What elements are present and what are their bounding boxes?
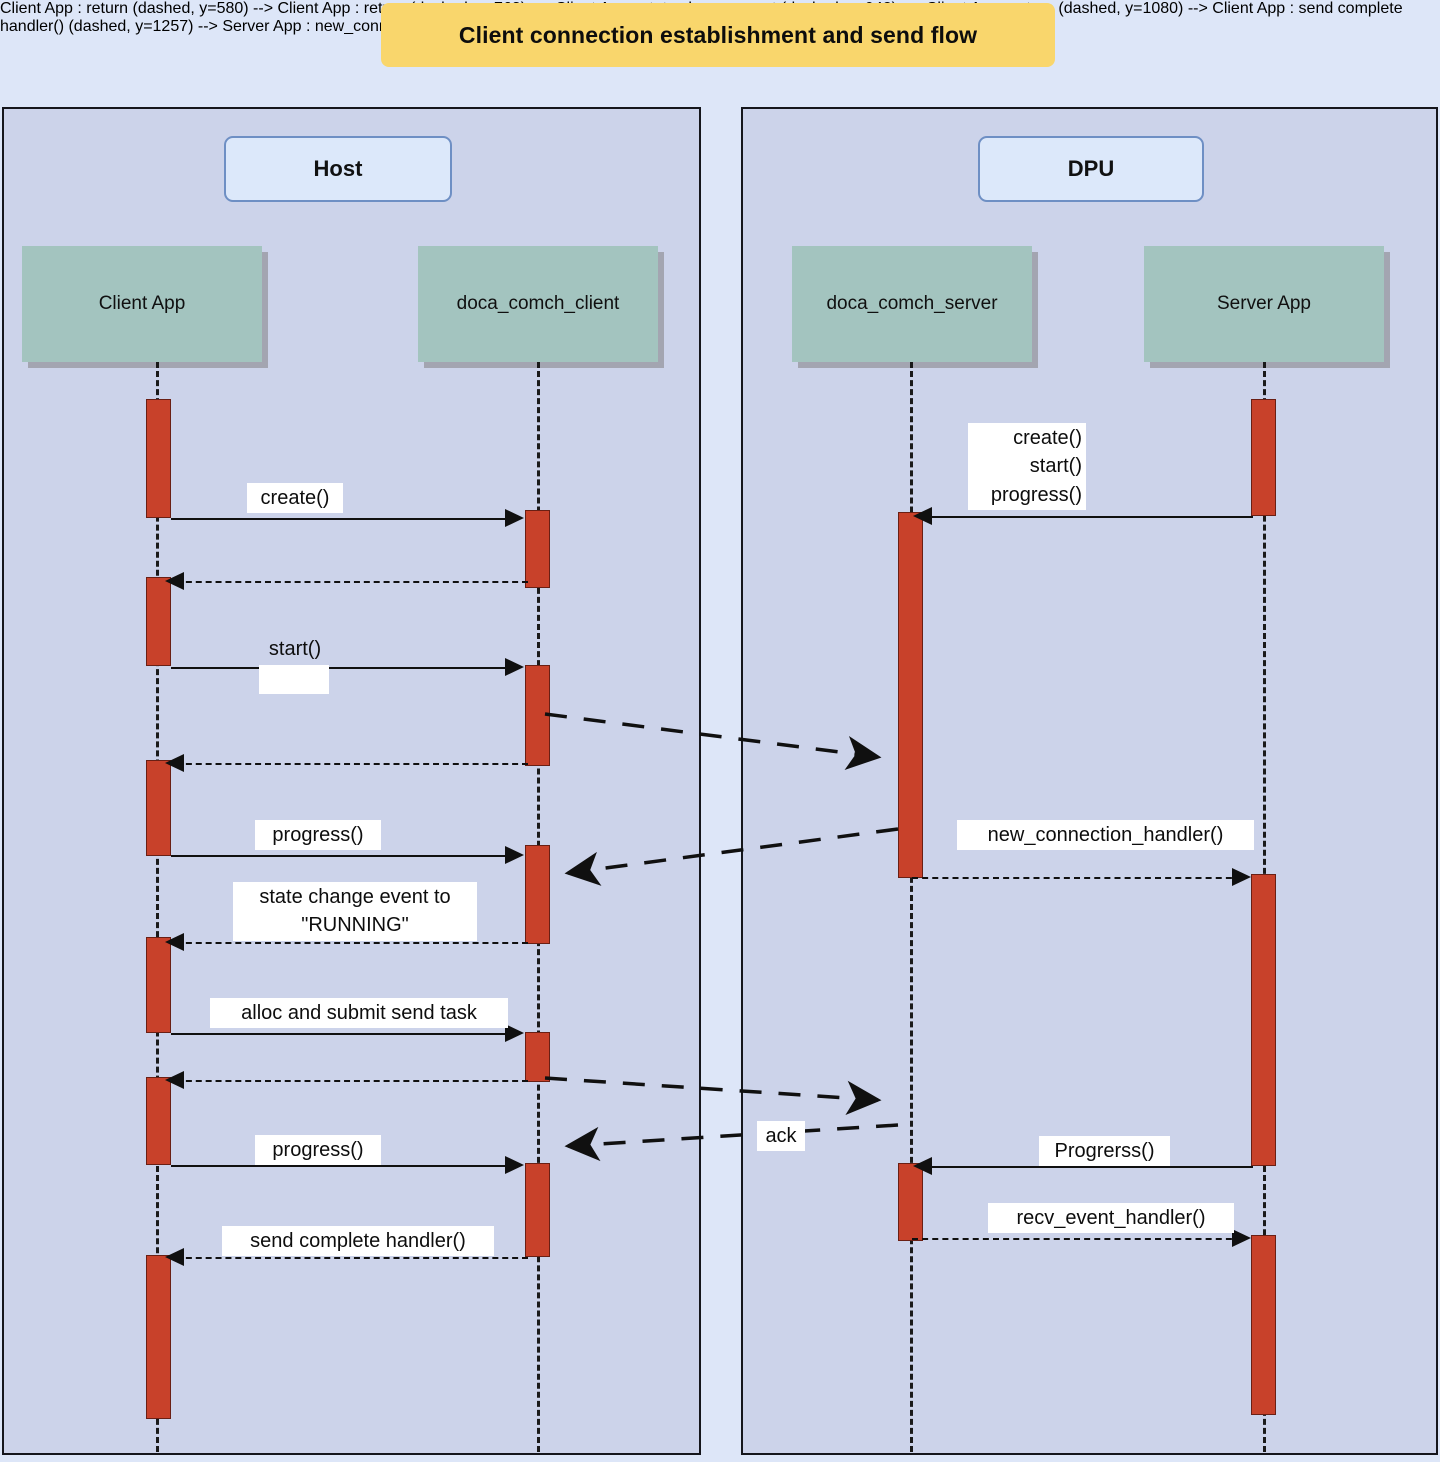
activation-doca-comch-server — [898, 1163, 923, 1241]
arrow-head-create — [505, 509, 524, 527]
activation-doca-comch-server — [898, 512, 923, 878]
message-label-progress-1: progress() — [255, 820, 381, 851]
activation-doca-comch-client — [525, 1163, 550, 1257]
message-line-state-change — [176, 942, 528, 944]
message-line-submit-return — [176, 1080, 528, 1082]
message-label-start: start() — [268, 638, 322, 660]
diagram-title: Client connection establishment and send… — [381, 3, 1055, 67]
message-line-new-connection — [912, 877, 1242, 879]
message-label-recv-event: recv_event_handler() — [988, 1203, 1234, 1234]
message-line-send-complete — [176, 1257, 528, 1259]
activation-server-app — [1251, 874, 1276, 1166]
participant-server-app: Server App — [1144, 246, 1384, 362]
message-label-server-init: create() start() progress() — [968, 423, 1086, 511]
arrow-head-new-connection — [1232, 868, 1251, 886]
message-label-ack: ack — [757, 1121, 805, 1152]
message-label-create: create() — [247, 483, 343, 514]
activation-client-app — [146, 760, 171, 856]
arrow-head-start — [505, 658, 524, 676]
arrow-head-submit-return — [165, 1071, 184, 1089]
arrow-head-state-change — [165, 933, 184, 951]
label-artifact-patch — [259, 665, 329, 694]
lifeline-client-app — [156, 362, 159, 1452]
activation-client-app — [146, 577, 171, 666]
activation-client-app — [146, 1077, 171, 1165]
arrow-head-server-init — [913, 507, 932, 525]
arrow-head-progress-2 — [505, 1156, 524, 1174]
arrow-head-server-progress — [913, 1157, 932, 1175]
message-label-new-connection: new_connection_handler() — [957, 820, 1254, 851]
activation-server-app — [1251, 1235, 1276, 1415]
activation-client-app — [146, 937, 171, 1033]
message-line-progress-2 — [171, 1165, 516, 1167]
message-label-alloc-submit: alloc and submit send task — [210, 998, 508, 1029]
activation-client-app — [146, 1255, 171, 1419]
arrow-head-progress-1 — [505, 846, 524, 864]
participant-doca-comch-server: doca_comch_server — [792, 246, 1032, 362]
message-line-server-init — [923, 516, 1253, 518]
message-line-start-return — [176, 763, 528, 765]
activation-server-app — [1251, 399, 1276, 516]
activation-client-app — [146, 399, 171, 518]
activation-doca-comch-client — [525, 510, 550, 588]
panel-label-dpu: DPU — [978, 136, 1204, 202]
arrow-head-recv-event — [1232, 1229, 1251, 1247]
message-label-progress-2: progress() — [255, 1135, 381, 1166]
message-line-server-progress — [923, 1166, 1253, 1168]
message-line-alloc-submit — [171, 1033, 516, 1035]
activation-doca-comch-client — [525, 1032, 550, 1082]
arrow-head-start-return — [165, 754, 184, 772]
message-label-send-complete: send complete handler() — [222, 1226, 494, 1257]
message-line-start — [171, 667, 516, 669]
message-line-create-return — [176, 581, 528, 583]
arrow-head-send-complete — [165, 1248, 184, 1266]
message-line-create — [171, 518, 516, 520]
message-label-server-progress: Progrerss() — [1039, 1136, 1170, 1167]
message-line-progress-1 — [171, 855, 516, 857]
activation-doca-comch-client — [525, 665, 550, 766]
arrow-head-alloc-submit — [505, 1024, 524, 1042]
panel-label-host: Host — [224, 136, 452, 202]
participant-client-app: Client App — [22, 246, 262, 362]
arrow-head-create-return — [165, 572, 184, 590]
message-line-recv-event — [912, 1238, 1242, 1240]
message-label-state-change: state change event to "RUNNING" — [233, 882, 477, 941]
participant-doca-comch-client: doca_comch_client — [418, 246, 658, 362]
activation-doca-comch-client — [525, 845, 550, 944]
lifeline-doca-comch-server — [910, 362, 913, 1452]
